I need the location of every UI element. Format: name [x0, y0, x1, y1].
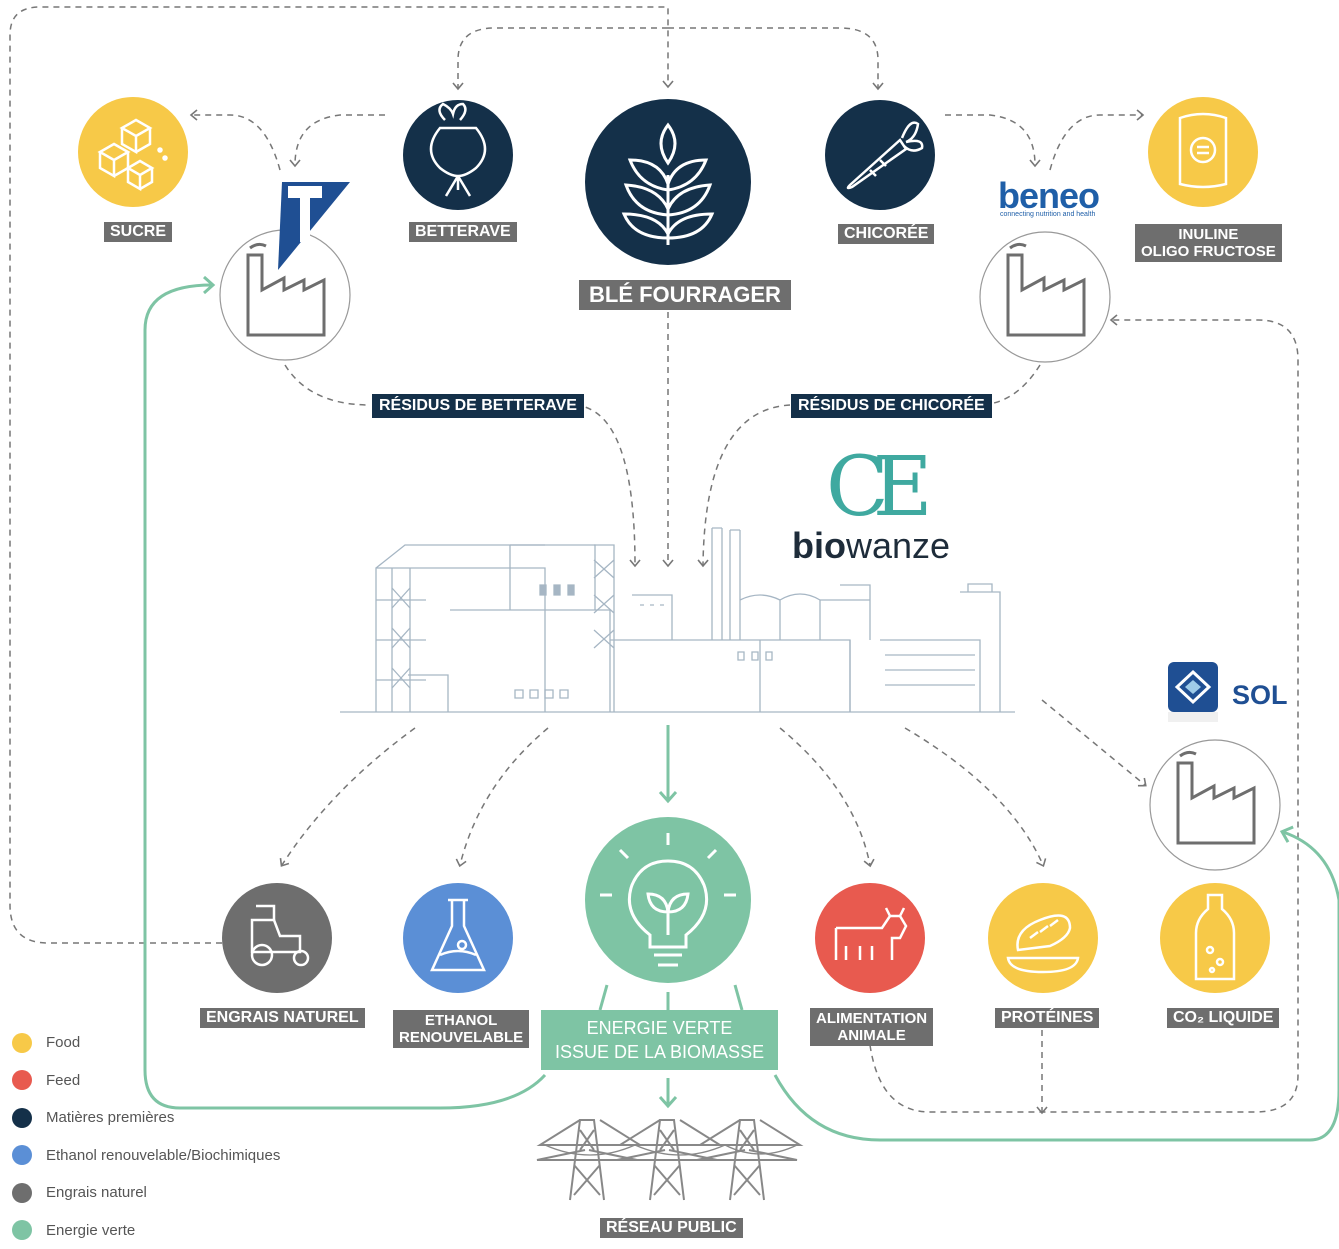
beneo-factory	[980, 232, 1110, 362]
sol-logo-text: SOL	[1232, 680, 1288, 711]
legend-item-raw: Matières premières	[12, 1099, 280, 1137]
label-inuline-line1: INULINE	[1141, 226, 1276, 243]
label-residus-chicoree: RÉSIDUS DE CHICORÉE	[791, 394, 992, 418]
label-alimentation-line1: ALIMENTATION	[816, 1010, 927, 1027]
biowanze-logo: biowanze	[792, 525, 950, 567]
ethanol-circle	[403, 883, 513, 993]
label-ethanol-line2: RENOUVELABLE	[399, 1029, 523, 1046]
label-ethanol-line1: ETHANOL	[399, 1012, 523, 1029]
legend-dot-engrais	[12, 1183, 32, 1203]
alimentation-circle	[815, 883, 925, 993]
legend: Food Feed Matières premières Ethanol ren…	[12, 1024, 280, 1249]
legend-item-ethanol: Ethanol renouvelable/Biochimiques	[12, 1137, 280, 1175]
label-inuline-line2: OLIGO FRUCTOSE	[1141, 243, 1276, 260]
legend-label-raw: Matières premières	[46, 1109, 174, 1126]
legend-label-engrais: Engrais naturel	[46, 1184, 147, 1201]
ce-logo: CE	[826, 440, 917, 535]
inuline-circle	[1148, 97, 1258, 207]
label-betterave: BETTERAVE	[409, 222, 517, 242]
label-co2-liquide: CO₂ LIQUIDE	[1167, 1008, 1279, 1028]
sol-factory	[1150, 740, 1280, 870]
label-chicoree: CHICORÉE	[838, 224, 934, 244]
label-ble-fourrager: BLÉ FOURRAGER	[579, 280, 791, 310]
engrais-circle	[222, 883, 332, 993]
label-alimentation: ALIMENTATION ANIMALE	[810, 1008, 933, 1046]
label-alimentation-line2: ANIMALE	[816, 1027, 927, 1044]
legend-label-feed: Feed	[46, 1072, 80, 1089]
legend-dot-raw	[12, 1108, 32, 1128]
legend-dot-food	[12, 1033, 32, 1053]
legend-item-feed: Feed	[12, 1062, 280, 1100]
label-inuline: INULINE OLIGO FRUCTOSE	[1135, 224, 1282, 262]
legend-dot-ethanol	[12, 1145, 32, 1165]
legend-label-food: Food	[46, 1034, 80, 1051]
legend-dot-feed	[12, 1070, 32, 1090]
label-reseau-public: RÉSEAU PUBLIC	[600, 1218, 743, 1238]
label-ethanol: ETHANOL RENOUVELABLE	[393, 1010, 529, 1048]
beneo-tagline: connecting nutrition and health	[1000, 211, 1095, 218]
label-sucre: SUCRE	[104, 222, 172, 242]
legend-item-engrais: Engrais naturel	[12, 1174, 280, 1212]
co2-circle	[1160, 883, 1270, 993]
legend-dot-energie	[12, 1220, 32, 1240]
label-energie-verte: ENERGIE VERTE ISSUE DE LA BIOMASSE	[541, 1010, 778, 1070]
sol-logo	[1168, 662, 1218, 722]
label-energie-line1: ENERGIE VERTE	[555, 1016, 764, 1040]
sucre-circle	[78, 97, 188, 207]
legend-item-energie: Energie verte	[12, 1212, 280, 1249]
chicoree-circle	[825, 100, 935, 210]
label-energie-line2: ISSUE DE LA BIOMASSE	[555, 1040, 764, 1064]
label-residus-betterave: RÉSIDUS DE BETTERAVE	[372, 394, 584, 418]
energie-circle	[585, 817, 751, 983]
pylon-icon	[537, 1120, 800, 1200]
tiense-factory	[220, 182, 350, 360]
legend-item-food: Food	[12, 1024, 280, 1062]
proteines-circle	[988, 883, 1098, 993]
legend-label-energie: Energie verte	[46, 1222, 135, 1239]
betterave-circle	[403, 100, 513, 210]
ble-circle	[585, 99, 751, 265]
legend-label-ethanol: Ethanol renouvelable/Biochimiques	[46, 1147, 280, 1164]
label-proteines: PROTÉINES	[995, 1008, 1099, 1028]
